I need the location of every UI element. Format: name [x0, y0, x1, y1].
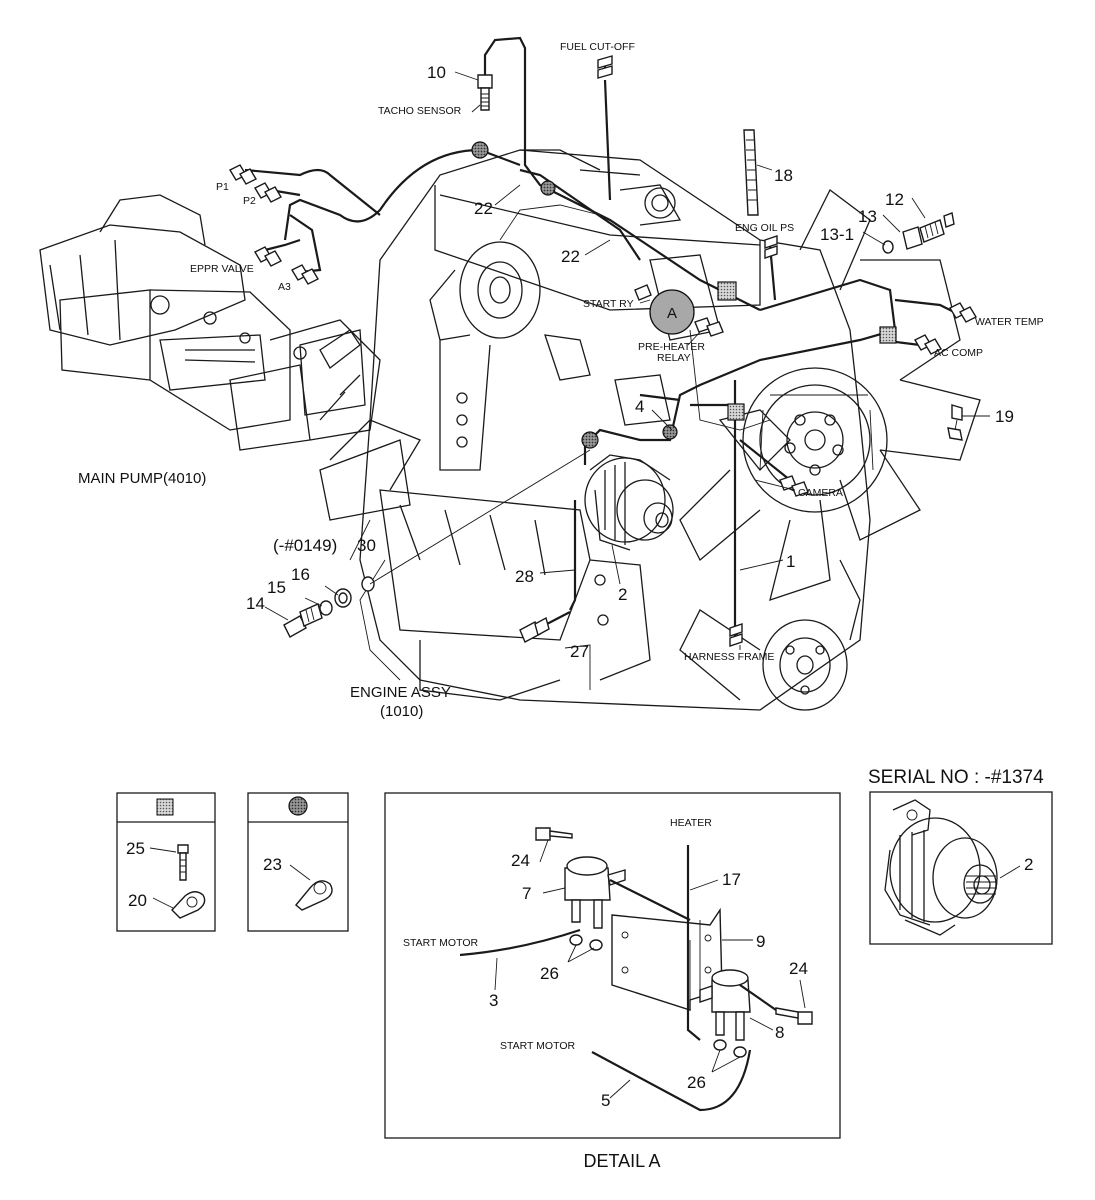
part-sensor-14-16 — [283, 576, 375, 638]
label-start-motor-top: START MOTOR — [403, 937, 478, 949]
part-number-18: 18 — [774, 166, 793, 185]
connector-harness-frame — [729, 623, 743, 647]
part-number-8: 8 — [775, 1023, 784, 1042]
fan-drawing — [679, 189, 981, 711]
part-number-13: 13 — [858, 207, 877, 226]
label-tacho-sensor: TACHO SENSOR — [378, 105, 462, 117]
label-start-motor-bottom: START MOTOR — [500, 1040, 575, 1052]
part-sensor-12-13 — [882, 212, 955, 254]
part-number-2: 2 — [618, 585, 627, 604]
label-ac-comp: AC COMP — [934, 347, 983, 359]
part-number-3: 3 — [489, 991, 498, 1010]
part-number-25: 25 — [126, 839, 145, 858]
label-harness-frame: HARNESS FRAME — [684, 651, 774, 663]
label-eng-oil-ps: ENG OIL PS — [735, 222, 794, 234]
part-bracket-19 — [947, 404, 963, 441]
label-heater: HEATER — [670, 817, 712, 829]
part-number-10: 10 — [427, 63, 446, 82]
detail-a-box: HEATER START MOTOR START MOTOR 24 7 17 9… — [384, 792, 841, 1139]
harness-wires — [244, 36, 961, 640]
label-camera: CAMERA — [798, 487, 843, 499]
connector-pre-heater — [694, 317, 724, 337]
main-pump-drawing — [39, 194, 411, 521]
connector-p2 — [254, 182, 282, 203]
part-tacho-sensor — [477, 74, 493, 111]
detail-a-marker: A — [649, 289, 695, 335]
part-number-7: 7 — [522, 884, 531, 903]
circle-a-label: A — [667, 305, 677, 322]
connector-fuel-cut-off — [597, 55, 613, 79]
engine-block-drawing — [329, 149, 871, 711]
part-number-5: 5 — [601, 1091, 610, 1110]
label-relay: RELAY — [657, 352, 691, 364]
part-number-24-a: 24 — [511, 851, 530, 870]
alternator-drawing — [584, 454, 674, 551]
label-main-pump: MAIN PUMP(4010) — [78, 470, 206, 487]
label-serial-prefix: (-#0149) — [273, 536, 337, 555]
serial-no-box: 2 — [869, 791, 1053, 945]
part-number-26-b: 26 — [687, 1073, 706, 1092]
connector-a3 — [291, 264, 319, 285]
part-number-17: 17 — [722, 870, 741, 889]
label-eppr-valve: EPPR VALVE — [190, 263, 254, 275]
part-number-22-a: 22 — [474, 199, 493, 218]
connector-ac-comp — [914, 334, 942, 355]
part-number-12: 12 — [885, 190, 904, 209]
part-number-19: 19 — [995, 407, 1014, 426]
detail-a-title: DETAIL A — [583, 1151, 660, 1171]
part-number-23: 23 — [263, 855, 282, 874]
connector-eng-oil-ps — [764, 235, 778, 259]
part-number-22-b: 22 — [561, 247, 580, 266]
part-number-14: 14 — [246, 594, 265, 613]
label-p1: P1 — [216, 181, 229, 193]
part-number-15: 15 — [267, 578, 286, 597]
leader-lines — [264, 71, 990, 690]
connector-water-temp — [949, 302, 977, 323]
label-engine-assy-code: (1010) — [380, 703, 423, 720]
label-start-ry: START RY — [583, 298, 634, 310]
part-27 — [519, 616, 550, 643]
part-number-1: 1 — [786, 552, 795, 571]
part-number-24-b: 24 — [789, 959, 808, 978]
part-number-2-serial: 2 — [1024, 855, 1033, 874]
label-fuel-cut-off: FUEL CUT-OFF — [560, 41, 635, 53]
part-strap-18 — [743, 129, 759, 216]
legend-clamp-circle: 23 — [247, 792, 349, 932]
part-number-9: 9 — [756, 932, 765, 951]
part-number-28: 28 — [515, 567, 534, 586]
legend-clamp-square: 25 20 — [116, 792, 216, 932]
serial-no-title: SERIAL NO : -#1374 — [868, 767, 1044, 788]
part-number-13-1: 13-1 — [820, 225, 854, 244]
clamp-symbols — [471, 141, 897, 449]
connector-eppr — [254, 246, 282, 267]
part-number-20: 20 — [128, 891, 147, 910]
label-water-temp: WATER TEMP — [975, 316, 1044, 328]
label-a3: A3 — [278, 281, 291, 293]
label-pre-heater: PRE-HEATER — [638, 341, 705, 353]
part-number-26-a: 26 — [540, 964, 559, 983]
part-number-4: 4 — [635, 397, 644, 416]
connector-p1 — [229, 164, 257, 185]
label-p2: P2 — [243, 195, 256, 207]
connector-start-ry — [634, 284, 652, 301]
part-number-30: 30 — [357, 536, 376, 555]
label-engine-assy: ENGINE ASSY — [350, 684, 451, 701]
part-number-16: 16 — [291, 565, 310, 584]
part-number-27: 27 — [570, 642, 589, 661]
main-view-text: FUEL CUT-OFF TACHO SENSOR P1 P2 EPPR VAL… — [78, 41, 1044, 720]
